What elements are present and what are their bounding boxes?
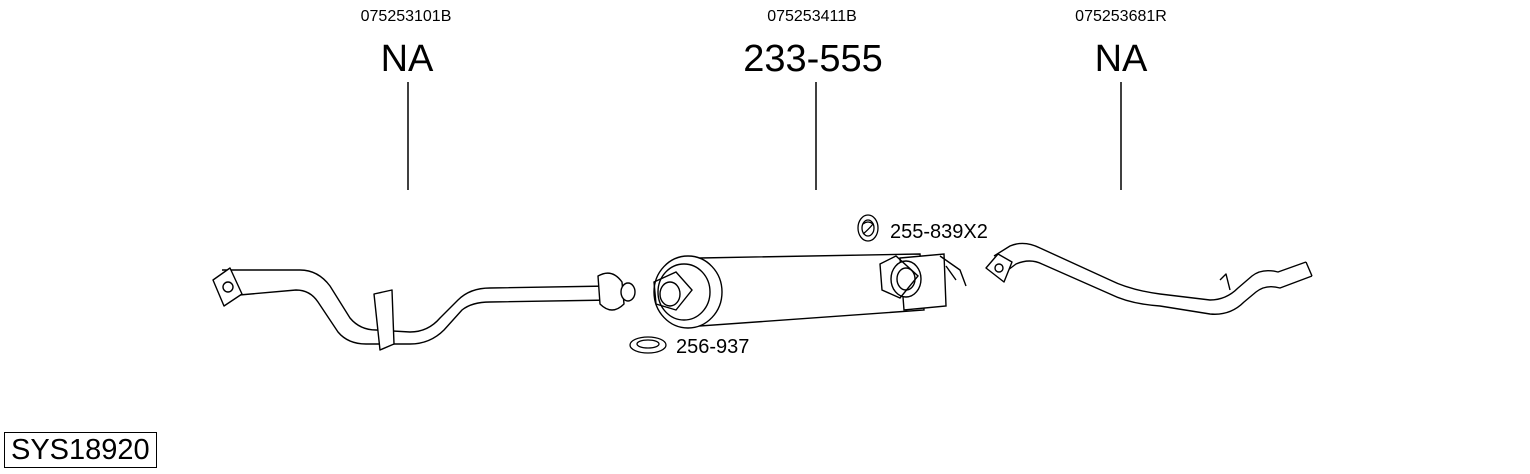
part-number-front-pipe: NA <box>380 38 434 80</box>
accessory-label-gasket: 256-937 <box>676 336 750 358</box>
part-number-silencer: 233-555 <box>743 38 883 80</box>
system-code-box: SYS18920 <box>4 432 157 468</box>
part-number-tail-pipe: NA <box>1094 38 1148 80</box>
accessory-label-hanger: 255-839X2 <box>890 221 988 243</box>
tail-pipe-drawing <box>985 242 1313 315</box>
front-pipe-drawing <box>212 267 636 351</box>
gasket-icon <box>629 336 667 354</box>
silencer-drawing <box>653 253 967 329</box>
oe-number-tail-pipe: 075253681R <box>1075 8 1167 25</box>
oe-number-front-pipe: 075253101B <box>360 8 452 25</box>
hanger-icon <box>857 214 879 242</box>
oe-number-silencer: 075253411B <box>767 8 857 25</box>
